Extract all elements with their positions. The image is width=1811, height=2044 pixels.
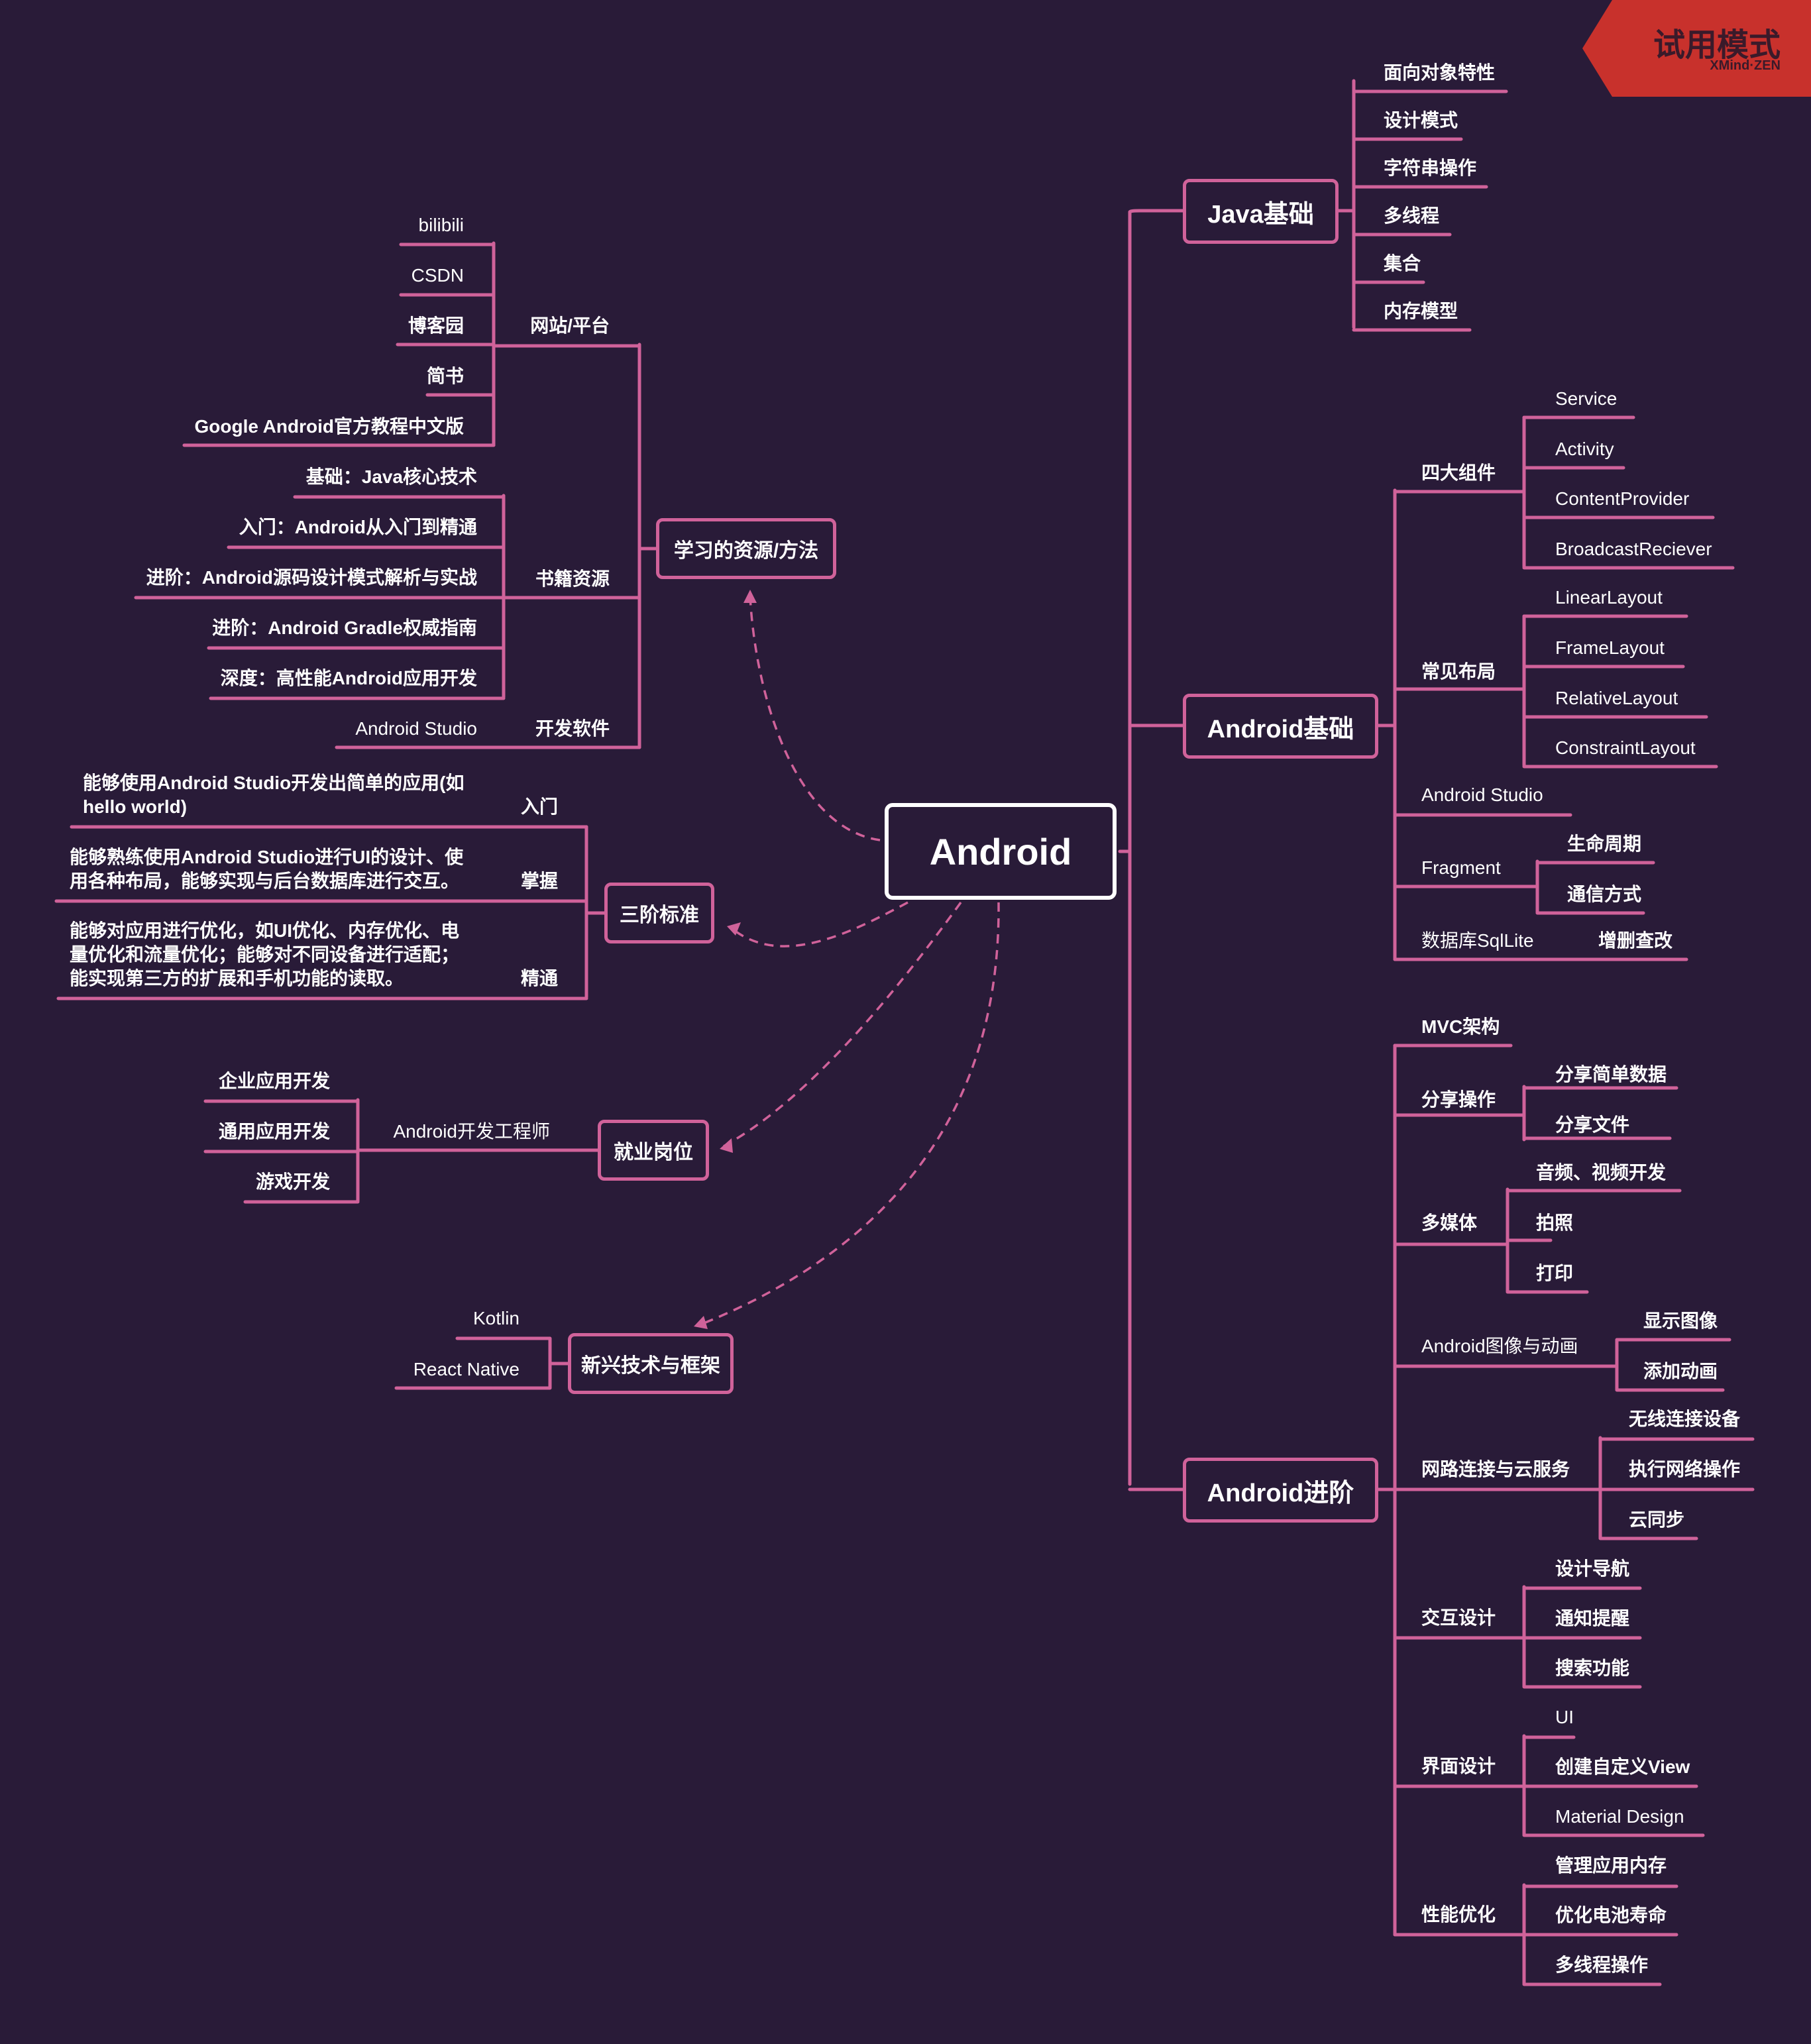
trial-watermark-badge — [1582, 0, 1811, 97]
adv-interaction[interactable]: 交互设计 — [1421, 1607, 1496, 1628]
basic-android-studio[interactable]: Android Studio — [1421, 784, 1543, 805]
media-item[interactable]: 打印 — [1536, 1263, 1574, 1283]
adv-network[interactable]: 网路连接与云服务 — [1421, 1459, 1570, 1479]
job-item[interactable]: 通用应用开发 — [218, 1121, 330, 1142]
adv-media[interactable]: 多媒体 — [1421, 1212, 1478, 1233]
node-emerging-tech[interactable]: 新兴技术与框架 — [568, 1333, 734, 1394]
watermark-brand: XMind·ZEN — [1710, 58, 1781, 73]
ui-item[interactable]: UI — [1555, 1707, 1574, 1727]
node-three-levels[interactable]: 三阶标准 — [604, 883, 714, 943]
web-item[interactable]: bilibili — [418, 215, 464, 235]
net-item[interactable]: 无线连接设备 — [1629, 1409, 1741, 1429]
watermark-title: 试用模式 — [1653, 28, 1781, 63]
layout-item[interactable]: FrameLayout — [1555, 637, 1665, 658]
web-item[interactable]: CSDN — [411, 265, 464, 286]
adv-ui-design[interactable]: 界面设计 — [1421, 1756, 1496, 1776]
adv-animation[interactable]: Android图像与动画 — [1421, 1336, 1578, 1356]
ux-item[interactable]: 通知提醒 — [1555, 1608, 1630, 1629]
res-web-platforms[interactable]: 网站/平台 — [530, 315, 610, 336]
share-item[interactable]: 分享文件 — [1555, 1114, 1630, 1135]
res-books[interactable]: 书籍资源 — [535, 568, 610, 589]
java-item[interactable]: 多线程 — [1384, 205, 1440, 226]
level-text-proficient: 能够熟练使用Android Studio进行UI的设计、使用各种布局，能够实现与… — [70, 847, 464, 891]
layout-item[interactable]: LinearLayout — [1555, 587, 1663, 608]
four-item[interactable]: Activity — [1555, 439, 1614, 459]
basic-layouts[interactable]: 常见布局 — [1421, 661, 1496, 682]
node-java-basics[interactable]: Java基础 — [1183, 179, 1339, 244]
java-item[interactable]: 面向对象特性 — [1384, 62, 1496, 83]
job-item[interactable]: 游戏开发 — [255, 1171, 330, 1192]
net-item[interactable]: 执行网络操作 — [1629, 1459, 1741, 1479]
ui-item[interactable]: 创建自定义View — [1555, 1756, 1690, 1777]
basic-four-components[interactable]: 四大组件 — [1421, 462, 1496, 483]
basic-database[interactable]: 数据库SqlLite — [1421, 930, 1534, 951]
ux-item[interactable]: 设计导航 — [1555, 1558, 1630, 1579]
level-label-beginner[interactable]: 入门 — [520, 796, 558, 817]
java-item[interactable]: 内存模型 — [1384, 301, 1458, 321]
book-item[interactable]: 进阶：Android源码设计模式解析与实战 — [146, 567, 477, 588]
anim-item[interactable]: 添加动画 — [1643, 1361, 1718, 1381]
job-android-engineer[interactable]: Android开发工程师 — [393, 1121, 550, 1142]
node-android-advanced[interactable]: Android进阶 — [1183, 1458, 1378, 1523]
fragment-item[interactable]: 通信方式 — [1567, 884, 1642, 904]
net-item[interactable]: 云同步 — [1629, 1509, 1685, 1530]
adv-performance[interactable]: 性能优化 — [1421, 1904, 1496, 1925]
web-item[interactable]: 博客园 — [408, 315, 464, 336]
level-label-proficient[interactable]: 掌握 — [520, 871, 558, 891]
db-item[interactable]: 增删查改 — [1598, 930, 1673, 951]
web-item[interactable]: 简书 — [426, 366, 464, 386]
perf-item[interactable]: 优化电池寿命 — [1555, 1905, 1667, 1925]
java-item[interactable]: 集合 — [1384, 253, 1421, 274]
layout-item[interactable]: RelativeLayout — [1555, 688, 1678, 708]
adv-mvc[interactable]: MVC架构 — [1421, 1016, 1500, 1037]
soft-item[interactable]: Android Studio — [355, 718, 477, 739]
adv-share[interactable]: 分享操作 — [1421, 1089, 1496, 1110]
anim-item[interactable]: 显示图像 — [1643, 1311, 1718, 1331]
emerging-item[interactable]: Kotlin — [472, 1308, 520, 1328]
layout-item[interactable]: ConstraintLayout — [1555, 737, 1696, 758]
level-text-expert: 能够对应用进行优化，如UI优化、内存优化、电量优化和流量优化；能够对不同设备进行… — [70, 920, 460, 989]
basic-fragment[interactable]: Fragment — [1421, 857, 1501, 878]
four-item[interactable]: ContentProvider — [1555, 488, 1690, 509]
root-node[interactable]: Android — [885, 803, 1117, 900]
java-item[interactable]: 设计模式 — [1384, 110, 1458, 131]
node-learning-resources[interactable]: 学习的资源/方法 — [656, 518, 836, 579]
emerging-item[interactable]: React Native — [413, 1359, 520, 1379]
web-item[interactable]: Google Android官方教程中文版 — [194, 416, 465, 437]
perf-item[interactable]: 多线程操作 — [1555, 1955, 1649, 1975]
perf-item[interactable]: 管理应用内存 — [1555, 1855, 1667, 1876]
book-item[interactable]: 入门：Android从入门到精通 — [239, 517, 477, 537]
book-item[interactable]: 进阶：Android Gradle权威指南 — [212, 618, 477, 638]
node-android-basics[interactable]: Android基础 — [1183, 694, 1378, 759]
four-item[interactable]: Service — [1555, 388, 1618, 409]
ux-item[interactable]: 搜索功能 — [1555, 1658, 1630, 1678]
java-item[interactable]: 字符串操作 — [1384, 158, 1477, 178]
fragment-item[interactable]: 生命周期 — [1567, 834, 1642, 854]
share-item[interactable]: 分享简单数据 — [1555, 1064, 1667, 1085]
media-item[interactable]: 音频、视频开发 — [1536, 1162, 1667, 1183]
book-item[interactable]: 基础：Java核心技术 — [305, 466, 477, 487]
level-label-expert[interactable]: 精通 — [520, 968, 558, 989]
media-item[interactable]: 拍照 — [1536, 1212, 1574, 1233]
ui-item[interactable]: Material Design — [1555, 1806, 1684, 1827]
four-item[interactable]: BroadcastReciever — [1555, 539, 1712, 559]
res-dev-software[interactable]: 开发软件 — [535, 718, 610, 739]
level-text-beginner: 能够使用Android Studio开发出简单的应用(如hello world) — [83, 773, 465, 817]
trunk-right — [1118, 210, 1132, 1486]
job-item[interactable]: 企业应用开发 — [218, 1071, 330, 1091]
book-item[interactable]: 深度：高性能Android应用开发 — [220, 668, 477, 688]
node-job-positions[interactable]: 就业岗位 — [598, 1120, 709, 1181]
